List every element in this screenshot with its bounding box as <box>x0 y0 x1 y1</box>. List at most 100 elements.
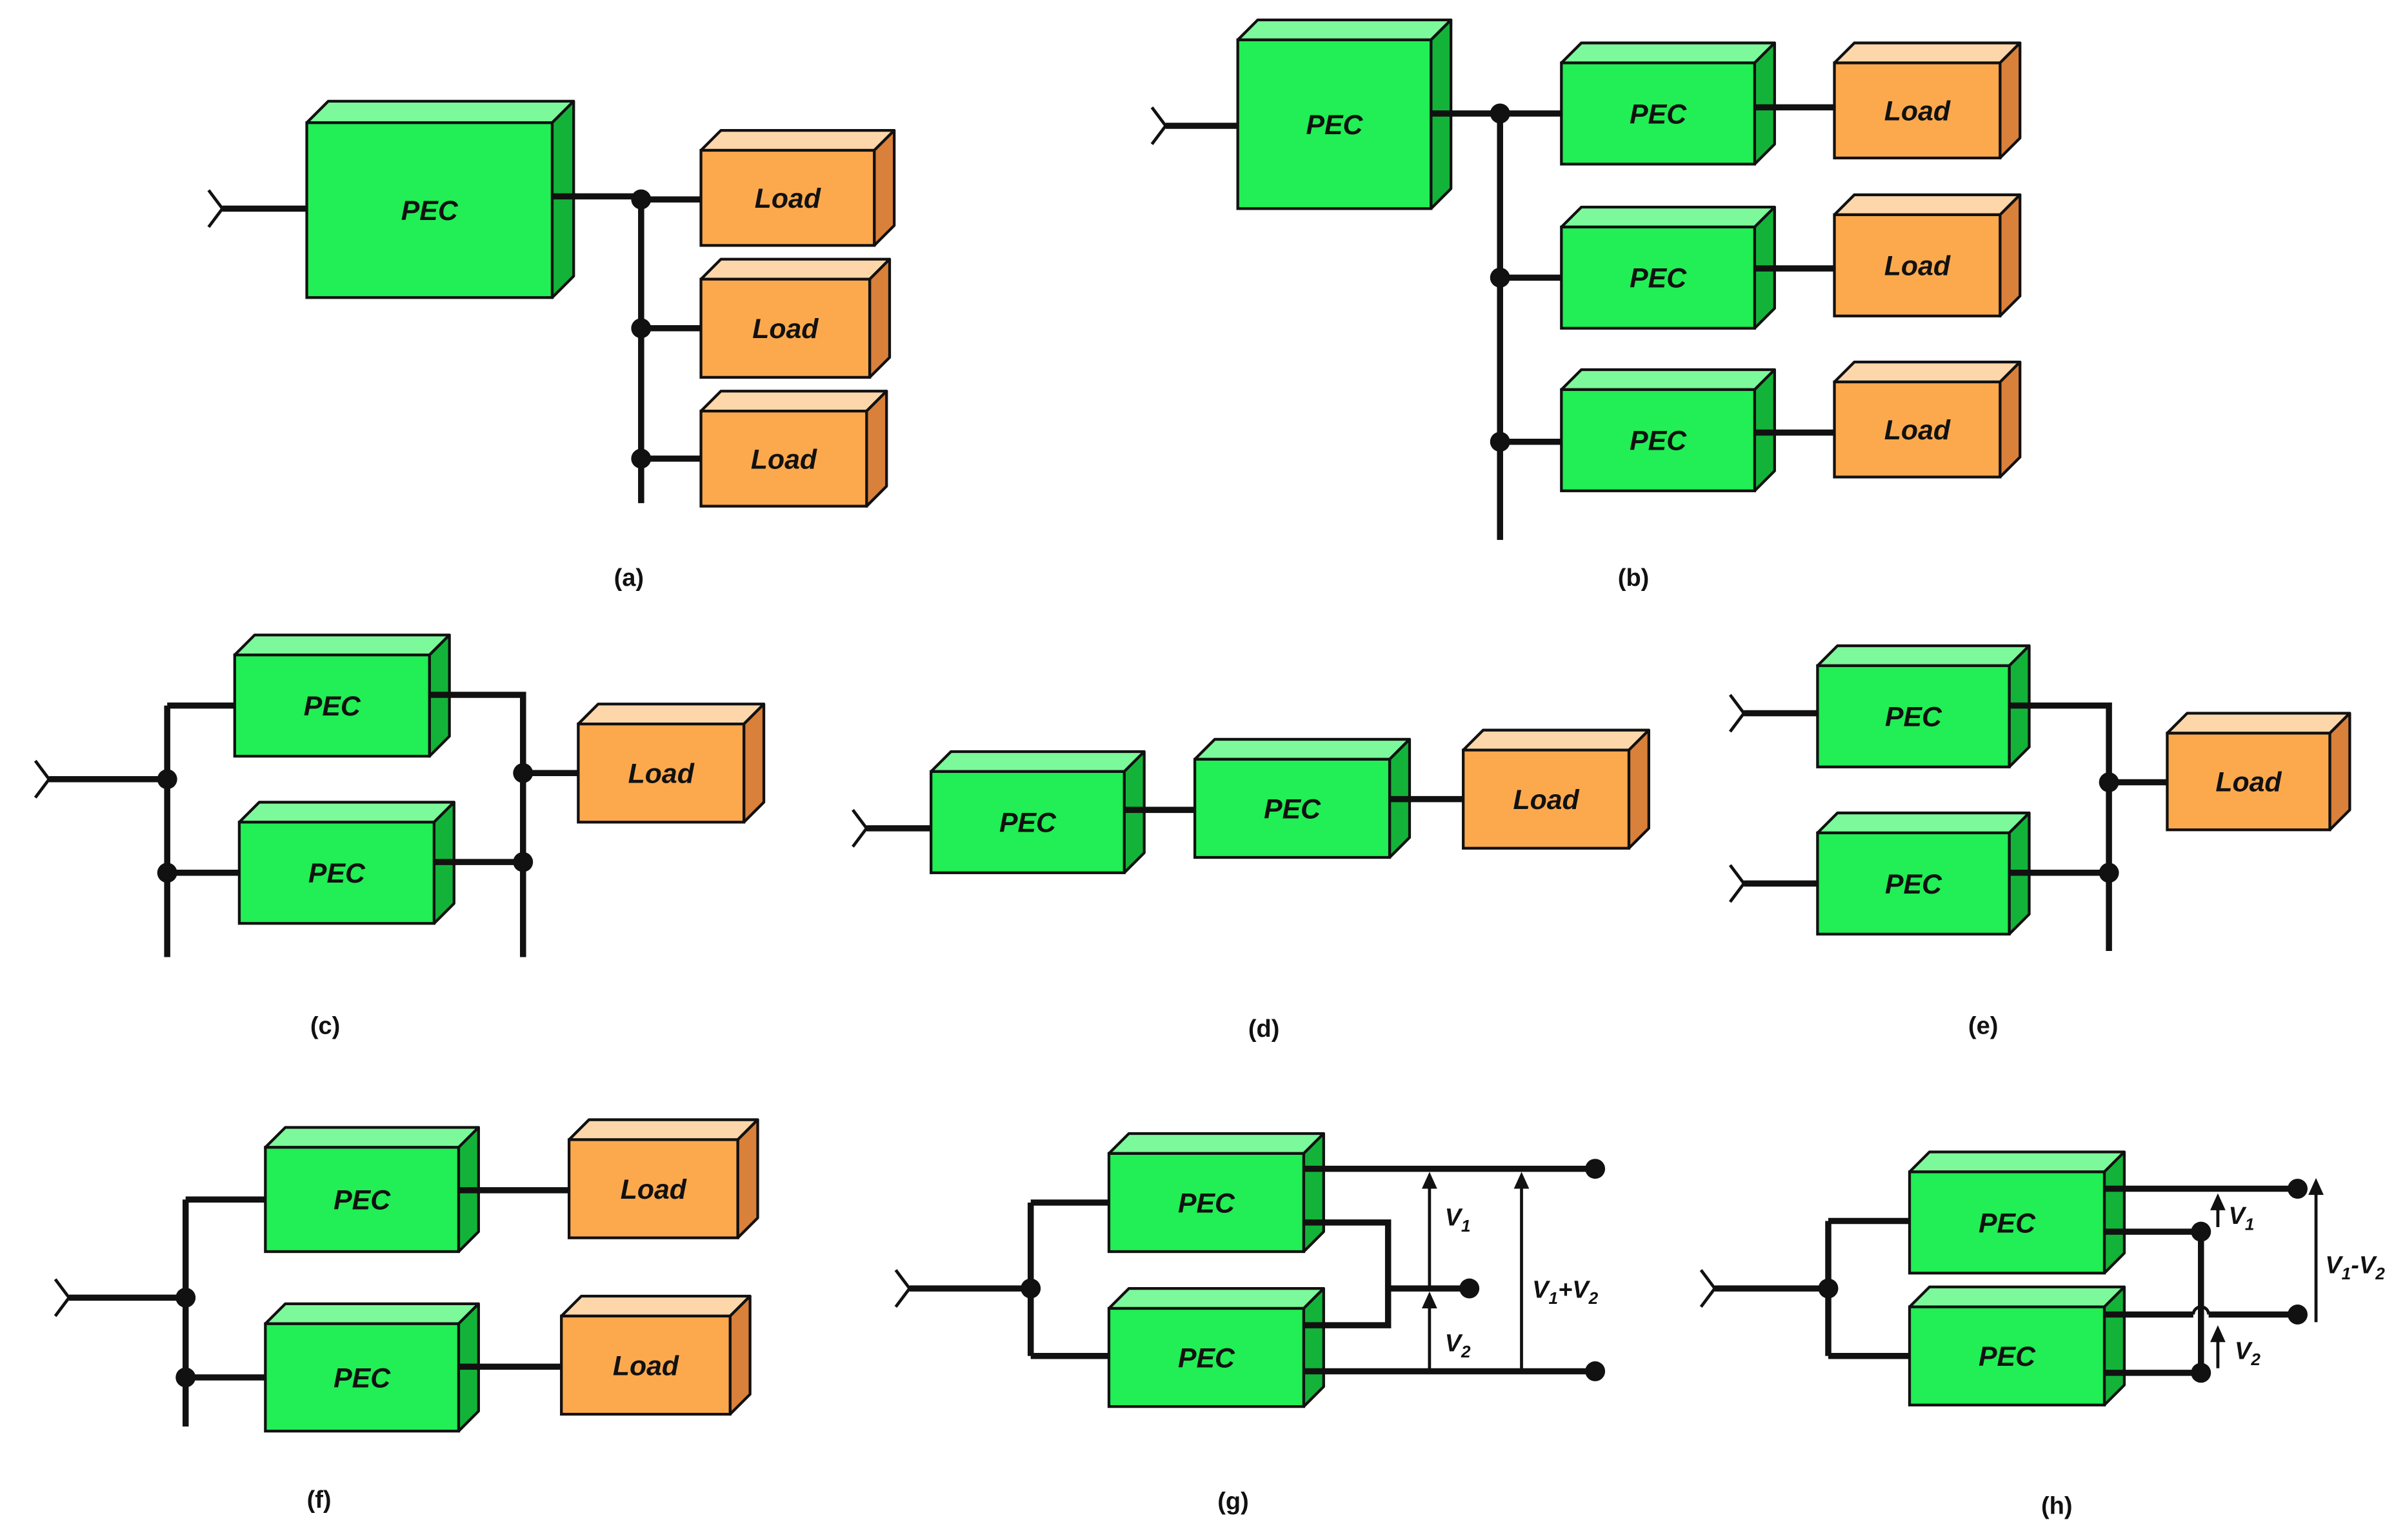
e-source-symbol-1 <box>1728 694 1746 733</box>
a-load-box-2-side <box>868 257 892 379</box>
a-load-box-2-front <box>699 277 872 379</box>
caption-e: (e) <box>1968 1012 1998 1039</box>
a-load-box-3-label: Load <box>751 444 817 475</box>
caption-b: (b) <box>1618 565 1650 592</box>
e-pec-box-2-label: PEC <box>1885 869 1942 900</box>
c-load-box-label: Load <box>628 759 695 790</box>
caption-h: (h) <box>2041 1493 2073 1520</box>
e-pec-box-1-label: PEC <box>1885 702 1942 733</box>
e-load-box-side <box>2328 712 2351 832</box>
a-load-box-2-label: Load <box>752 314 819 345</box>
f-source-symbol <box>54 1278 72 1317</box>
b-load-box-2-front <box>1833 213 2002 317</box>
h-pec-box-2-side <box>2102 1285 2126 1406</box>
b-pec-box-main-front <box>1236 38 1433 210</box>
c-pec-box-1-top <box>233 634 451 657</box>
b-pec-box-1-top <box>1560 41 1776 65</box>
f-load-box-1-side <box>736 1118 759 1239</box>
h-pec-box-2-label: PEC <box>1979 1341 2036 1372</box>
g-terminal-top <box>1585 1159 1606 1179</box>
b-pec-box-2-label: PEC <box>1630 263 1687 294</box>
h-terminal-bottom <box>2191 1363 2211 1383</box>
a-load-box-3-top <box>699 390 888 413</box>
g-pec-box-1-front <box>1107 1152 1306 1254</box>
b-junction-3 <box>1490 432 1510 452</box>
f-load-box-2-top <box>560 1294 752 1318</box>
d-pec-box-1-label: PEC <box>999 808 1057 839</box>
d-load-box-side <box>1627 728 1650 850</box>
h-pec-box-1-front <box>1908 1170 2106 1275</box>
caption-c: (c) <box>310 1012 340 1039</box>
h-pec-box-2-front <box>1908 1305 2106 1406</box>
a-pec-box-label: PEC <box>401 195 459 226</box>
b-pec-box-2-top <box>1560 205 1776 229</box>
h-pec-box-1-label: PEC <box>1979 1208 2036 1239</box>
h-junction-in <box>1818 1278 1839 1299</box>
f-load-box-1-top <box>567 1118 759 1141</box>
a-load-box-2-top <box>699 257 892 281</box>
e-load-box-front <box>2166 732 2331 832</box>
d-pec-box-2-top <box>1193 737 1412 761</box>
b-load-box-2-side <box>1999 193 2022 317</box>
e-load-box-top <box>2166 712 2351 735</box>
f-load-box-2-front <box>560 1314 732 1416</box>
a-load-box-1-label: Load <box>755 183 821 214</box>
e-pec-box-2-front <box>1816 831 2011 936</box>
g-v1-arrow-head <box>1421 1172 1437 1189</box>
voltage-label-h-v1: V1 <box>2229 1203 2255 1234</box>
h-terminal-top <box>2288 1179 2308 1199</box>
b-pec-box-3-label: PEC <box>1630 426 1687 457</box>
c-pec-box-1-label: PEC <box>304 691 361 722</box>
f-load-box-2-side <box>728 1294 752 1416</box>
c-junction-in-1 <box>157 769 177 790</box>
a-load-box-1-side <box>873 128 896 247</box>
b-load-box-1-top <box>1833 41 2022 65</box>
h-pec-box-1-top <box>1908 1150 2126 1174</box>
e-pec-box-1-top <box>1816 644 2031 667</box>
g-pec-box-1-label: PEC <box>1178 1188 1235 1219</box>
h-terminal-mid-1 <box>2191 1221 2211 1242</box>
voltage-label-g-v2: V2 <box>1445 1330 1471 1362</box>
e-pec-box-1-front <box>1816 664 2011 768</box>
caption-g: (g) <box>1217 1488 1249 1515</box>
g-pec-box-2-label: PEC <box>1178 1343 1235 1374</box>
f-load-box-1-front <box>567 1138 739 1239</box>
b-load-box-1-side <box>1999 41 2022 160</box>
caption-d: (d) <box>1248 1015 1280 1043</box>
c-pec-box-2-front <box>237 821 436 925</box>
a-load-box-1-top <box>699 128 896 152</box>
d-pec-box-2-front <box>1193 757 1392 859</box>
f-junction-2 <box>175 1367 196 1388</box>
c-pec-box-2-top <box>237 801 455 824</box>
g-source-symbol <box>894 1269 912 1308</box>
e-load-box-label: Load <box>2215 767 2282 798</box>
d-source-symbol <box>852 808 869 848</box>
g-v2-arrow-head <box>1421 1291 1437 1308</box>
c-source-symbol <box>34 759 52 799</box>
b-pec-box-main-label: PEC <box>1306 110 1363 141</box>
h-pec-box-2-top <box>1908 1285 2126 1308</box>
b-load-box-3-label: Load <box>1884 415 1951 446</box>
d-load-box-label: Load <box>1513 785 1579 815</box>
a-pec-box-front <box>305 121 554 299</box>
b-load-box-1-front <box>1833 61 2002 160</box>
b-source-symbol <box>1150 106 1168 145</box>
b-load-box-2-top <box>1833 193 2022 216</box>
c-pec-box-1-front <box>233 654 431 758</box>
d-load-box-front <box>1462 748 1631 850</box>
g-terminal-bottom <box>1585 1361 1606 1381</box>
b-pec-box-1-side <box>1753 41 1776 166</box>
b-load-box-3-front <box>1833 380 2002 479</box>
a-load-box-3-side <box>865 390 888 508</box>
h-pec-box-1-side <box>2102 1150 2126 1275</box>
g-series-link-wire <box>1303 1219 1392 1328</box>
f-junction-1 <box>175 1287 196 1308</box>
h-source-symbol <box>1699 1269 1717 1308</box>
a-load-box-3-front <box>699 410 868 508</box>
h-v1-arrow-head <box>2210 1193 2226 1210</box>
caption-f: (f) <box>307 1486 332 1514</box>
b-pec-box-3-top <box>1560 368 1776 392</box>
b-pec-box-2-front <box>1560 225 1757 330</box>
b-load-box-1-label: Load <box>1884 96 1951 127</box>
h-diff-arrow-head <box>2308 1177 2324 1195</box>
